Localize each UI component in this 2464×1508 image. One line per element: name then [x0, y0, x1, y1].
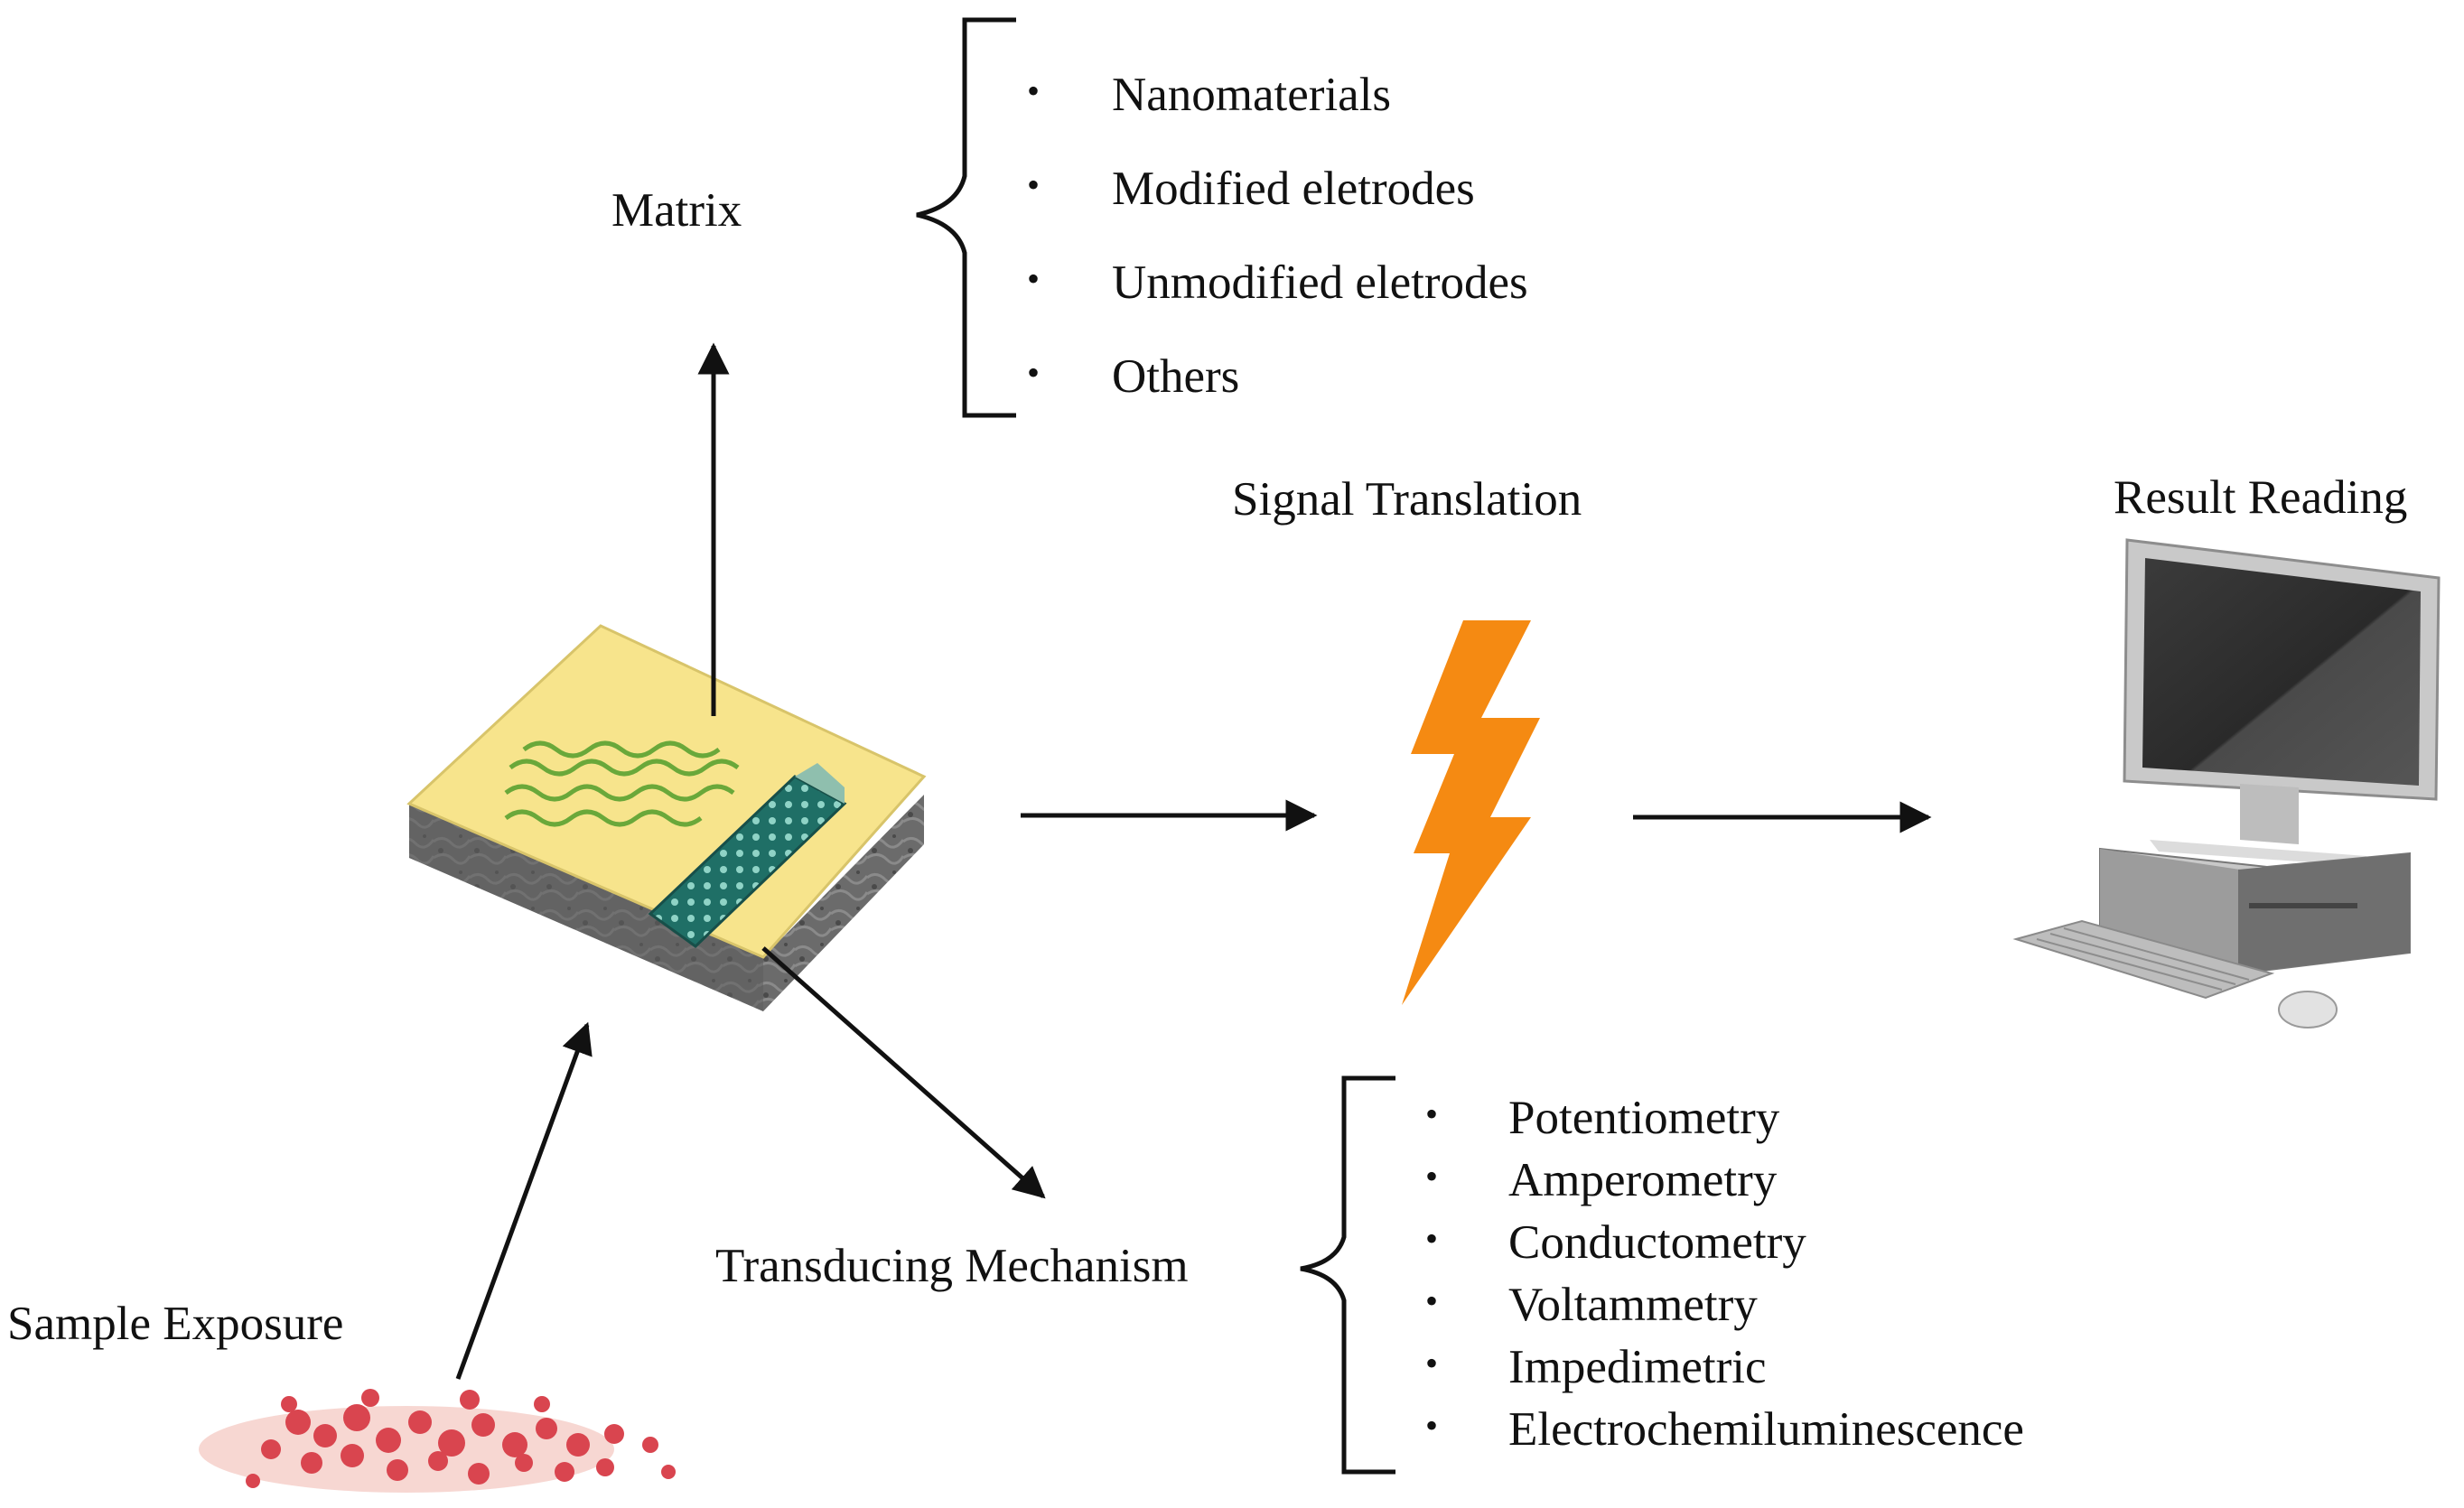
sample-exposure-label: Sample Exposure: [7, 1298, 344, 1350]
list-item: •Voltammetry: [1425, 1279, 1758, 1331]
sample-cells-icon: [199, 1389, 676, 1493]
list-item: •Electrochemiluminescence: [1425, 1403, 2024, 1456]
bullet: •: [1027, 258, 1041, 299]
signal-translation-label: Signal Translation: [1232, 473, 1582, 526]
arrow-to-transducing: [761, 946, 1046, 1199]
list-item: •Unmodified eletrodes: [1027, 256, 1528, 309]
transducing-bracket: [1300, 1075, 1395, 1475]
list-item: •Nanomaterials: [1027, 69, 1392, 121]
bullet: •: [1027, 164, 1041, 205]
bullet: •: [1425, 1218, 1439, 1259]
lightning-icon: [1402, 620, 1540, 1005]
transducing-mechanism-label: Transducing Mechanism: [715, 1240, 1189, 1292]
list-item: •Others: [1027, 350, 1240, 403]
bullet: •: [1425, 1094, 1439, 1134]
list-item: •Conductometry: [1425, 1216, 1806, 1269]
sensor-chip-icon: [406, 624, 927, 1011]
bullet: •: [1425, 1280, 1439, 1321]
matrix-list: •Nanomaterials •Modified eletrodes •Unmo…: [1027, 71, 1528, 447]
bullet: •: [1027, 352, 1041, 393]
computer-icon: [2012, 538, 2441, 1029]
bullet: •: [1027, 70, 1041, 111]
list-item: •Modified eletrodes: [1027, 163, 1475, 215]
transducing-list: •Potentiometry •Amperometry •Conductomet…: [1425, 1094, 2024, 1468]
result-reading-label: Result Reading: [2114, 471, 2408, 524]
list-item: •Potentiometry: [1425, 1092, 1780, 1144]
bullet: •: [1425, 1405, 1439, 1446]
list-item: •Amperometry: [1425, 1154, 1778, 1206]
bullet: •: [1425, 1156, 1439, 1196]
list-item: •Impedimetric: [1425, 1341, 1767, 1393]
arrow-from-sample: [455, 1021, 593, 1380]
bullet: •: [1425, 1343, 1439, 1383]
matrix-bracket: [916, 17, 1016, 418]
matrix-label: Matrix: [611, 184, 742, 237]
